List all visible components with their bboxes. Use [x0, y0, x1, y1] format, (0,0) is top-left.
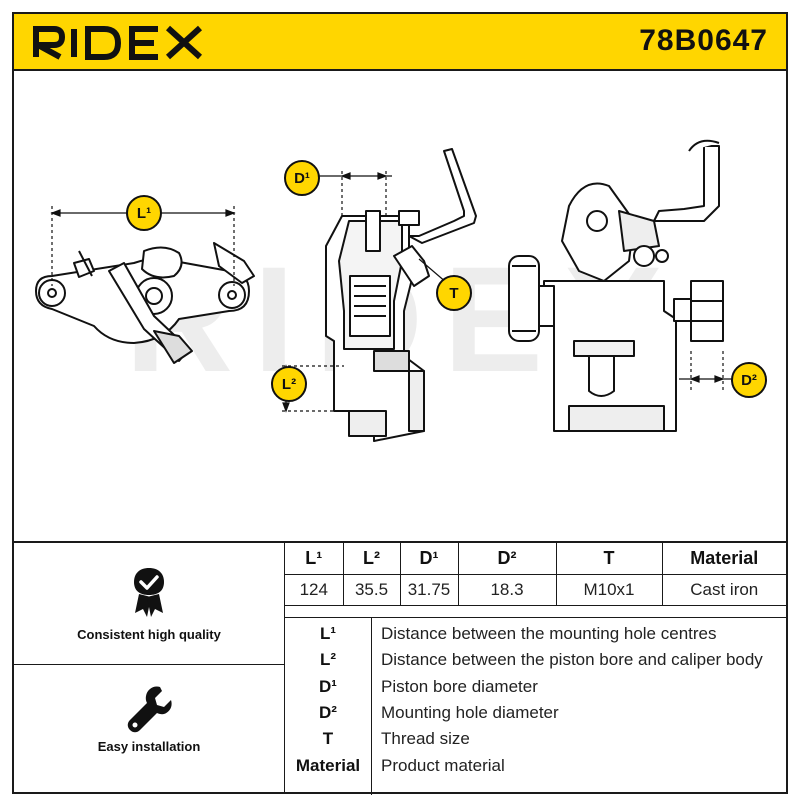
spec-value-d2: 18.3 [457, 573, 557, 606]
spec-value-t: M10x1 [555, 573, 663, 606]
feature-quality: Consistent high quality [14, 565, 284, 642]
legend-description: Product material [381, 756, 505, 775]
features-separator [284, 543, 285, 794]
spec-header-t: T [555, 543, 663, 575]
caliper-side-view-left [35, 242, 255, 364]
legend-row: L² Distance between the piston bore and … [285, 647, 786, 673]
legend-description: Distance between the piston bore and cal… [381, 650, 763, 669]
section-divider [14, 541, 786, 543]
legend-row: D¹ Piston bore diameter [285, 674, 786, 700]
caliper-front-view-right [508, 139, 724, 432]
shield-check-icon [134, 568, 164, 617]
callout-l2: L² [271, 366, 307, 402]
spec-header-d1: D¹ [399, 543, 459, 575]
technical-drawing: RIDEX [14, 71, 786, 541]
legend-symbol: L² [319, 650, 337, 669]
callout-d2-text: D² [741, 372, 757, 389]
spec-table: L¹ L² D¹ D² T Material 124 35.5 31.75 18… [285, 543, 786, 606]
callout-d1-text: D¹ [294, 170, 310, 187]
callout-l1: L¹ [126, 195, 162, 231]
legend-column-divider [371, 618, 372, 795]
legend-symbol: T [322, 729, 334, 748]
feature-installation: Easy installation [14, 685, 284, 754]
legend-row: T Thread size [285, 726, 786, 752]
legend-symbol: L¹ [319, 624, 337, 643]
legend-description: Thread size [381, 729, 470, 748]
feature-quality-label: Consistent high quality [77, 627, 221, 642]
caliper-drawing-svg: RIDEX [35, 139, 767, 442]
legend-row: Material Product material [285, 753, 786, 779]
spec-header-row: L¹ L² D¹ D² T Material [285, 543, 786, 575]
callout-l2-text: L² [282, 376, 296, 393]
legend-description: Distance between the mounting hole centr… [381, 624, 717, 643]
legend-row: D² Mounting hole diameter [285, 700, 786, 726]
caliper-section-view-middle [325, 148, 477, 442]
legend-symbol: Material [295, 756, 361, 775]
callout-t-text: T [449, 285, 458, 302]
spec-legend: L¹ Distance between the mounting hole ce… [285, 617, 786, 795]
legend-symbol: D¹ [319, 677, 337, 696]
callout-d2: D² [731, 362, 767, 398]
legend-description: Mounting hole diameter [381, 703, 559, 722]
spec-header-l1: L¹ [285, 543, 344, 575]
header-divider [14, 69, 786, 71]
product-card-frame [12, 12, 788, 794]
legend-symbol: D² [319, 703, 337, 722]
features-divider [14, 664, 284, 665]
wrench-icon [127, 686, 172, 733]
features-panel: Consistent high quality Easy installatio… [14, 543, 284, 792]
spec-header-material: Material [661, 543, 786, 575]
header-bar: 78B0647 [14, 14, 786, 69]
callout-t: T [436, 275, 472, 311]
legend-row: L¹ Distance between the mounting hole ce… [285, 621, 786, 647]
part-number: 78B0647 [639, 24, 768, 57]
spec-value-material: Cast iron [661, 573, 786, 606]
callout-d1: D¹ [284, 160, 320, 196]
spec-header-d2: D² [457, 543, 557, 575]
callout-l1-text: L¹ [137, 205, 151, 222]
feature-installation-label: Easy installation [97, 739, 201, 754]
spec-value-row: 124 35.5 31.75 18.3 M10x1 Cast iron [285, 573, 786, 606]
spec-value-l1: 124 [285, 573, 344, 606]
ridex-logo [33, 25, 203, 60]
spec-value-d1: 31.75 [399, 573, 459, 606]
spec-header-l2: L² [342, 543, 401, 575]
spec-value-l2: 35.5 [342, 573, 401, 606]
legend-description: Piston bore diameter [381, 677, 538, 696]
